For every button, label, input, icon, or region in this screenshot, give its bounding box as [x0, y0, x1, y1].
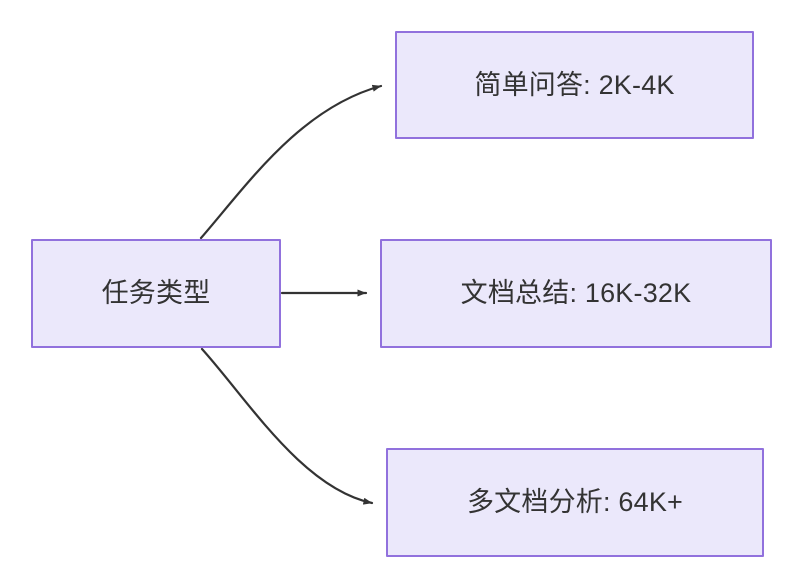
node-task-type[interactable]: 任务类型 — [31, 239, 281, 348]
node-doc-summary-label: 文档总结: 16K-32K — [460, 278, 692, 309]
node-task-type-label: 任务类型 — [101, 278, 211, 309]
edge-task-type-to-simple-qa — [199, 84, 383, 240]
edge-task-type-to-multi-doc — [200, 347, 374, 505]
node-multi-doc[interactable]: 多文档分析: 64K+ — [386, 448, 764, 557]
node-simple-qa[interactable]: 简单问答: 2K-4K — [395, 31, 754, 139]
node-doc-summary[interactable]: 文档总结: 16K-32K — [380, 239, 772, 348]
node-multi-doc-label: 多文档分析: 64K+ — [466, 487, 683, 518]
node-simple-qa-label: 简单问答: 2K-4K — [474, 69, 675, 100]
